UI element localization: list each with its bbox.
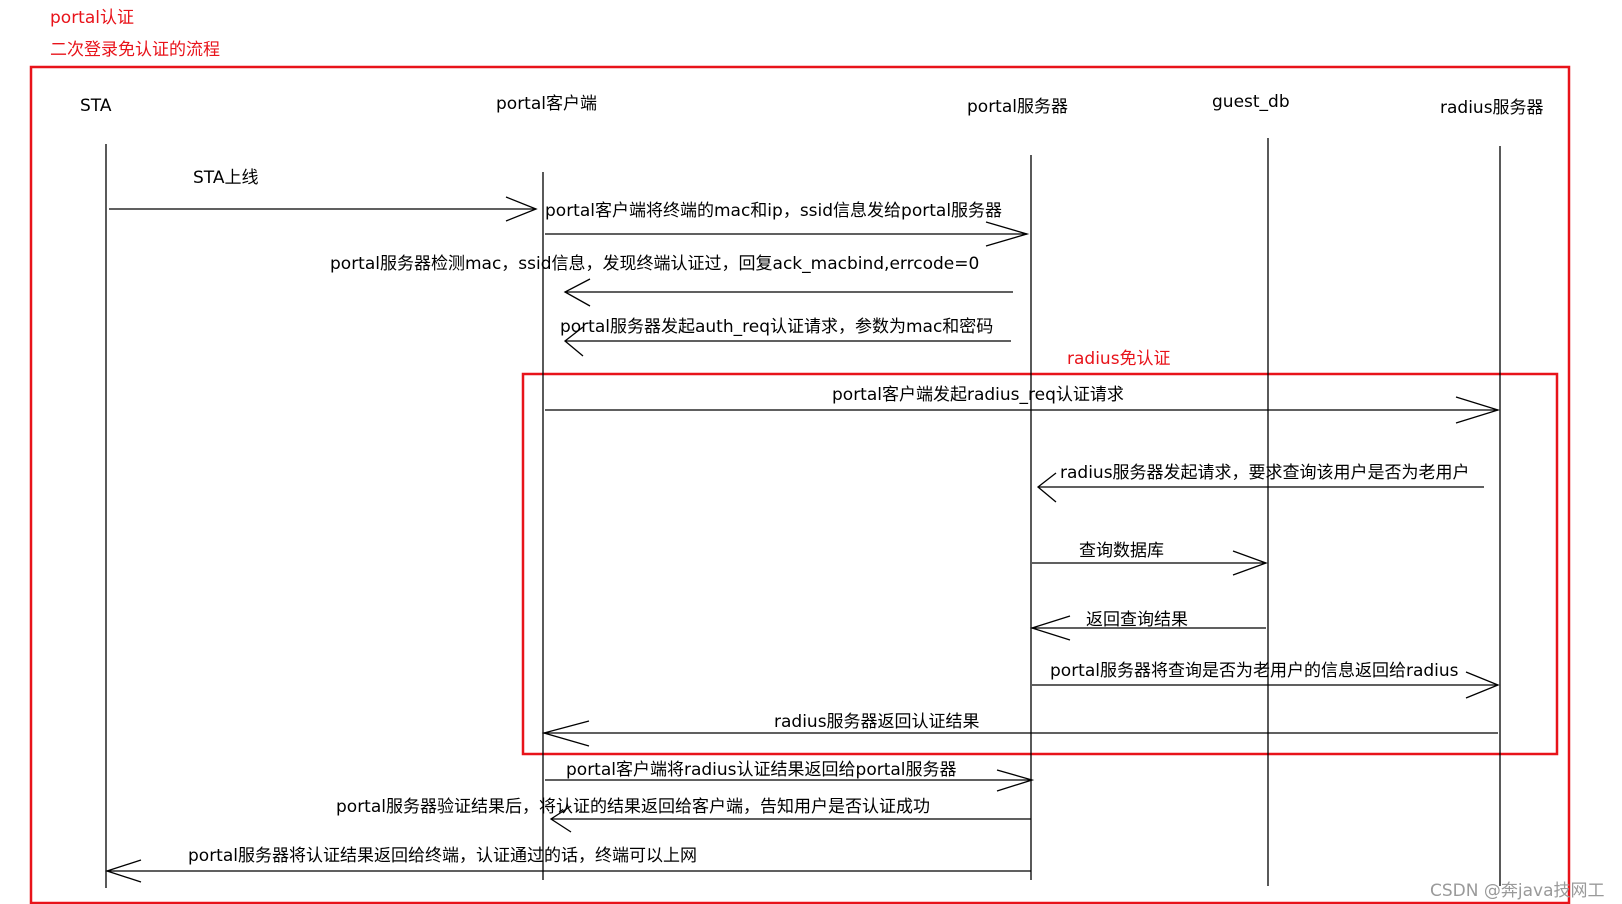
radius-frame-label: radius免认证 xyxy=(1067,349,1171,369)
message-arrowhead-8 xyxy=(1029,615,1071,641)
lifelines xyxy=(105,138,1501,888)
message-label-13: portal服务器将认证结果返回给终端，认证通过的话，终端可以上网 xyxy=(188,846,697,866)
message-label-9: portal服务器将查询是否为老用户的信息返回给radius xyxy=(1050,661,1459,681)
message-arrowhead-2 xyxy=(985,221,1030,247)
message-label-2: portal客户端将终端的mac和ip，ssid信息发给portal服务器 xyxy=(545,201,1002,221)
message-arrowhead-4 xyxy=(563,326,584,357)
message-label-11: portal客户端将radius认证结果返回给portal服务器 xyxy=(566,760,957,780)
message-label-7: 查询数据库 xyxy=(1079,541,1164,561)
message-arrowhead-13 xyxy=(104,859,142,883)
participant-portal-server: portal服务器 xyxy=(967,97,1068,117)
message-label-3: portal服务器检测mac，ssid信息，发现终端认证过，回复ack_macb… xyxy=(330,254,979,274)
watermark: CSDN @奔java技网工 xyxy=(1430,881,1605,901)
message-label-1: STA上线 xyxy=(193,168,259,188)
message-arrowhead-1 xyxy=(505,196,538,222)
message-arrowhead-3 xyxy=(563,278,591,307)
message-arrowhead-10 xyxy=(541,720,590,747)
message-arrowhead-6 xyxy=(1036,472,1057,503)
participant-sta: STA xyxy=(80,96,112,116)
diagram-subtitle: 二次登录免认证的流程 xyxy=(50,40,220,60)
participant-radius-server: radius服务器 xyxy=(1440,98,1544,118)
message-label-12: portal服务器验证结果后，将认证的结果返回给客户端，告知用户是否认证成功 xyxy=(336,797,930,817)
outer-frame xyxy=(29,65,1571,904)
message-label-10: radius服务器返回认证结果 xyxy=(774,712,980,732)
message-arrowhead-7 xyxy=(1232,550,1268,576)
radius-frame xyxy=(521,372,1559,756)
messages xyxy=(104,196,1501,883)
message-arrowhead-9 xyxy=(1465,671,1500,699)
message-label-6: radius服务器发起请求，要求查询该用户是否为老用户 xyxy=(1060,463,1470,483)
diagram-title: portal认证 xyxy=(50,8,134,28)
message-arrowhead-5 xyxy=(1455,396,1501,424)
participant-portal-client: portal客户端 xyxy=(496,94,597,114)
message-labels: STA上线 portal客户端将终端的mac和ip，ssid信息发给portal… xyxy=(188,168,1470,866)
message-label-8: 返回查询结果 xyxy=(1086,610,1188,630)
participant-guest-db: guest_db xyxy=(1212,92,1290,112)
message-arrowhead-12 xyxy=(549,805,572,833)
message-arrowhead-11 xyxy=(996,769,1035,792)
message-label-5: portal客户端发起radius_req认证请求 xyxy=(832,385,1124,405)
message-label-4: portal服务器发起auth_req认证请求，参数为mac和密码 xyxy=(560,317,993,337)
